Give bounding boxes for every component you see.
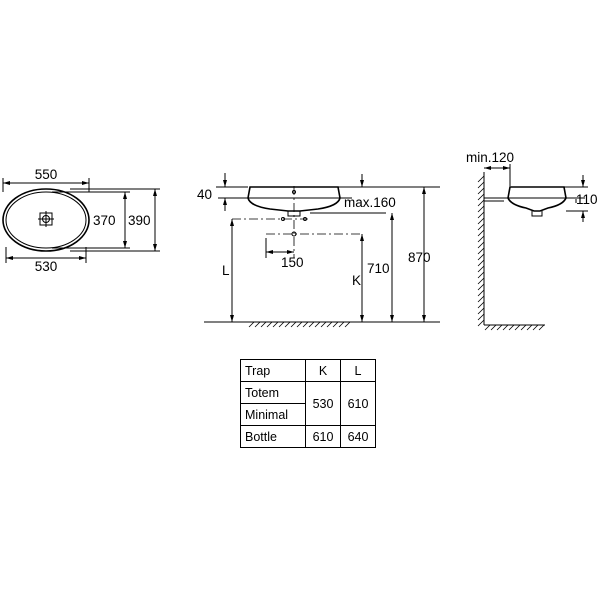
hatch-line xyxy=(477,247,485,255)
dim-370-label: 370 xyxy=(93,213,116,228)
hatch-line xyxy=(314,321,321,328)
basin-inner-outline xyxy=(5,191,87,249)
basin-front-profile xyxy=(247,186,341,212)
hatch-line xyxy=(477,217,485,225)
dim-530-label: 530 xyxy=(35,259,58,274)
dim-K-label: K xyxy=(352,273,361,288)
dim-390-label: 390 xyxy=(128,213,151,228)
hatch-line xyxy=(338,321,345,328)
hatch-line xyxy=(477,175,485,183)
hatch-line xyxy=(508,324,515,331)
hatch-line xyxy=(496,324,503,331)
cell-l-totem-minimal: 610 xyxy=(340,381,376,426)
row-name-bottle: Bottle xyxy=(240,425,306,448)
hatch-line xyxy=(484,324,491,331)
hatch-line xyxy=(532,324,539,331)
row-name-totem: Totem xyxy=(240,381,306,404)
side-view: min.120 110 xyxy=(466,150,598,331)
table-row: Bottle 610 640 xyxy=(240,425,376,448)
wall-hatching xyxy=(477,175,485,327)
hatch-line xyxy=(248,321,255,328)
dim-710-label: 710 xyxy=(367,261,390,276)
header-trap: Trap xyxy=(240,359,306,382)
hatch-line xyxy=(477,265,485,273)
hatch-line xyxy=(296,321,303,328)
table-header-row: Trap K L xyxy=(240,359,376,382)
hatch-line xyxy=(477,289,485,297)
hatch-line xyxy=(477,319,485,327)
drain-icon xyxy=(38,211,54,227)
hatch-line xyxy=(477,211,485,219)
hatch-line xyxy=(302,321,309,328)
dim-550-label: 550 xyxy=(35,167,58,182)
dim-40-label: 40 xyxy=(197,187,212,202)
hatch-line xyxy=(502,324,509,331)
hatch-line xyxy=(477,313,485,321)
hatch-line xyxy=(477,271,485,279)
hatch-line xyxy=(266,321,273,328)
header-l: L xyxy=(340,359,376,382)
hatch-line xyxy=(477,205,485,213)
header-k: K xyxy=(305,359,341,382)
hatch-line xyxy=(477,229,485,237)
floor-hatching xyxy=(248,321,351,328)
hatch-line xyxy=(320,321,327,328)
hatch-line xyxy=(477,253,485,261)
hatch-line xyxy=(260,321,267,328)
hatch-line xyxy=(308,321,315,328)
basin-side-profile xyxy=(507,186,567,212)
hatch-line xyxy=(477,235,485,243)
hatch-line xyxy=(477,277,485,285)
hatch-line xyxy=(477,193,485,201)
hatch-line xyxy=(477,283,485,291)
hatch-line xyxy=(254,321,261,328)
top-view: 550 530 370 390 xyxy=(2,167,160,274)
hatch-line xyxy=(326,321,333,328)
hatch-line xyxy=(477,181,485,189)
hatch-line xyxy=(538,324,545,331)
dim-max160-label: max.160 xyxy=(344,195,396,210)
hatch-line xyxy=(477,187,485,195)
hatch-line xyxy=(477,199,485,207)
hatch-line xyxy=(477,259,485,267)
cell-k-bottle: 610 xyxy=(305,425,341,448)
hatch-line xyxy=(477,295,485,303)
trap-dimension-table: Trap K L Totem 530 610 Minimal Bottle 61… xyxy=(240,359,376,448)
cell-k-totem-minimal: 530 xyxy=(305,381,341,426)
row-name-minimal: Minimal xyxy=(240,403,306,426)
hatch-line xyxy=(272,321,279,328)
table-row: Totem 530 610 xyxy=(240,381,376,426)
front-view: 40 max.160 150 L K 710 xyxy=(197,173,440,328)
hatch-line xyxy=(278,321,285,328)
hatch-line xyxy=(344,321,351,328)
hatch-line xyxy=(490,324,497,331)
dim-110-label: 110 xyxy=(576,192,598,207)
side-floor-hatching xyxy=(484,324,545,331)
hatch-line xyxy=(514,324,521,331)
dim-870-label: 870 xyxy=(408,250,431,265)
dim-150-label: 150 xyxy=(281,255,304,270)
hatch-line xyxy=(284,321,291,328)
hatch-line xyxy=(477,307,485,315)
dim-L-label: L xyxy=(222,263,230,278)
hatch-line xyxy=(290,321,297,328)
basin-outer-outline xyxy=(2,188,90,252)
dim-min120-label: min.120 xyxy=(466,150,514,165)
hatch-line xyxy=(520,324,527,331)
hatch-line xyxy=(332,321,339,328)
hatch-line xyxy=(477,223,485,231)
hatch-line xyxy=(477,301,485,309)
hatch-line xyxy=(526,324,533,331)
cell-l-bottle: 640 xyxy=(340,425,376,448)
hatch-line xyxy=(477,241,485,249)
